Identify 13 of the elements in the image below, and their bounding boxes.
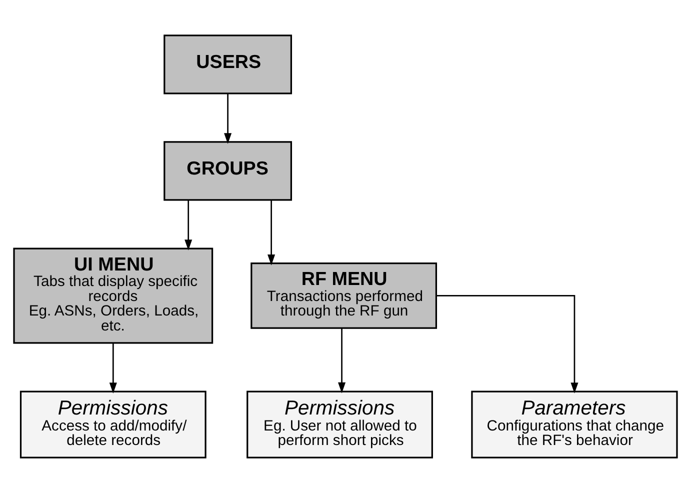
- arrow: [338, 328, 346, 394]
- node-box: RF MENU Transactions performed through the RF gun: [250, 262, 438, 329]
- node-box: USERS: [164, 34, 292, 94]
- arrow: [436, 295, 578, 394]
- node-box: GROUPS: [164, 141, 292, 201]
- arrow: [224, 94, 232, 144]
- arrow: [268, 200, 276, 266]
- node-box: UI MENU Tabs that display specific records Eg. ASNs, Orders, Loads, etc.: [13, 248, 214, 344]
- arrow: [109, 342, 117, 394]
- arrow: [184, 200, 192, 250]
- node-box: Permissions Access to add/modify/ delete records: [20, 390, 206, 458]
- node-box: Parameters Configurations that change the RF's behavior: [471, 390, 678, 458]
- node-box: Permissions Eg. User not allowed to perform short picks: [246, 390, 433, 458]
